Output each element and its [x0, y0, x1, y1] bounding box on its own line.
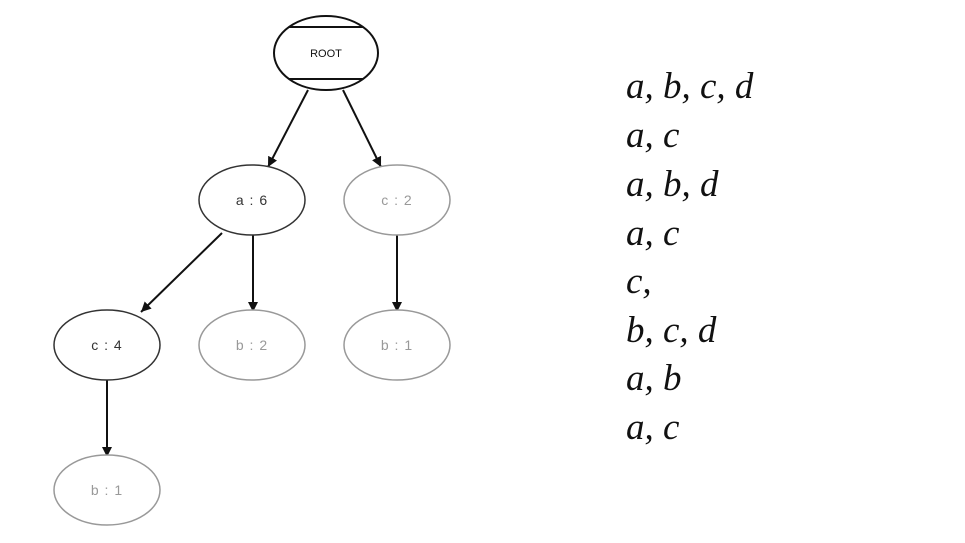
node-a6-label: a : 6 [236, 192, 268, 208]
transaction-row-3: a, b, d [626, 164, 719, 205]
node-b1-bottom-ellipse [53, 454, 161, 526]
tree-node-b1-bottom: b : 1 [53, 454, 161, 526]
node-b2-label: b : 2 [236, 337, 268, 353]
edge-a6-c4 [140, 232, 223, 313]
node-b1-right-ellipse [343, 309, 451, 381]
tree-node-a6: a : 6 [198, 164, 306, 236]
transaction-row-2: a, c [626, 115, 680, 156]
node-b2-ellipse [198, 309, 306, 381]
tree-node-root: ROOT [273, 15, 379, 91]
node-b1-right-label: b : 1 [381, 337, 413, 353]
node-c4-label: c : 4 [91, 337, 122, 353]
root-label: ROOT [310, 48, 342, 60]
node-b1-bottom-label: b : 1 [91, 482, 123, 498]
transaction-row-5: c, [626, 261, 652, 302]
root-ellipse [273, 15, 379, 91]
transaction-row-4: a, c [626, 213, 680, 254]
tree-node-c4: c : 4 [53, 309, 161, 381]
transaction-row-1: a, b, c, d [626, 66, 754, 107]
transaction-row-8: a, c [626, 407, 680, 448]
tree-edges [102, 89, 402, 457]
tree-node-b1-right: b : 1 [343, 309, 451, 381]
node-c2-ellipse [343, 164, 451, 236]
node-a6-ellipse [198, 164, 306, 236]
tree-node-b2: b : 2 [198, 309, 306, 381]
node-c2-label: c : 2 [381, 192, 412, 208]
transaction-row-7: a, b [626, 358, 682, 399]
transaction-row-6: b, c, d [626, 310, 717, 351]
edge-root-c2 [342, 89, 382, 168]
node-c4-ellipse [53, 309, 161, 381]
tree-node-c2: c : 2 [343, 164, 451, 236]
edge-root-a6 [267, 89, 309, 168]
